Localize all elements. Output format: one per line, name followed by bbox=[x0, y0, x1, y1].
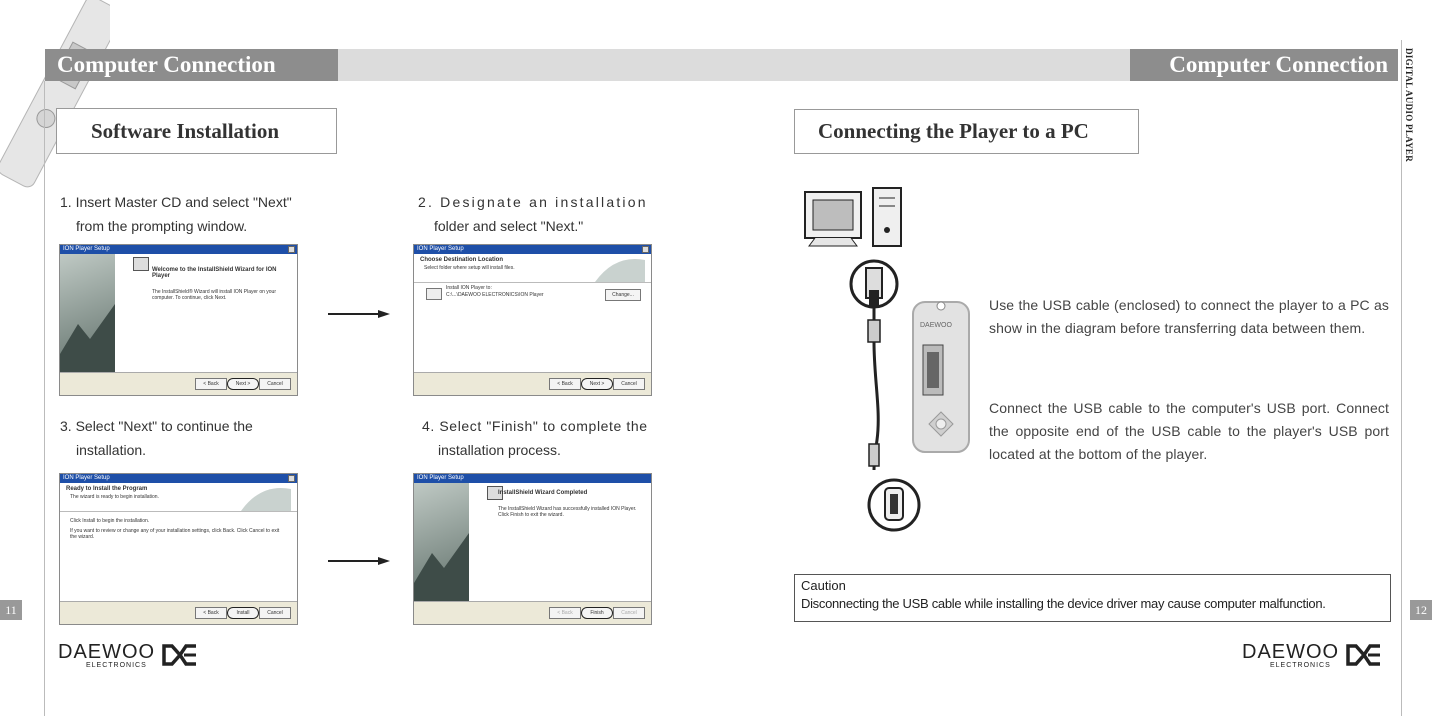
daewoo-emblem-icon bbox=[162, 644, 196, 666]
section-title-software-installation: Software Installation bbox=[56, 108, 337, 154]
right-header-bar: Computer Connection bbox=[1130, 49, 1398, 81]
step-2-line2: folder and select "Next." bbox=[434, 218, 584, 234]
dialog-dest-subheading: Select folder where setup will install f… bbox=[424, 265, 515, 271]
wizard-side-panel bbox=[414, 483, 469, 601]
computer-icon bbox=[804, 187, 902, 247]
setup-icon bbox=[487, 486, 503, 500]
dialog-ready-heading: Ready to Install the Program bbox=[66, 486, 148, 492]
dialog-welcome-body: The InstallShield® Wizard will install I… bbox=[152, 289, 277, 301]
page-number-left: 11 bbox=[0, 600, 22, 620]
step-2-text: 2. Designate an installation folder and … bbox=[418, 190, 654, 238]
cancel-button[interactable]: Cancel bbox=[259, 378, 291, 390]
right-header-title: Computer Connection bbox=[1169, 52, 1388, 77]
dialog-ready-body2: If you want to review or change any of y… bbox=[70, 528, 280, 540]
dialog-dest-path: C:\...\DAEWOO ELECTRONICS\ION Player bbox=[446, 292, 544, 298]
device-label: DAEWOO bbox=[920, 322, 952, 329]
back-button[interactable]: < Back bbox=[549, 607, 581, 619]
next-button[interactable]: Next > bbox=[227, 378, 259, 390]
left-margin-rule bbox=[44, 81, 45, 716]
arrow-right-icon bbox=[328, 557, 390, 565]
cancel-button[interactable]: Cancel bbox=[259, 607, 291, 619]
dialog-welcome-screenshot: ION Player Setup Welcome to the InstallS… bbox=[59, 244, 298, 396]
side-label-container: DIGITAL AUDIO PLAYER bbox=[1404, 48, 1426, 198]
dialog-complete-heading: InstallShield Wizard Completed bbox=[498, 490, 588, 496]
paragraph-usb-intro: Use the USB cable (enclosed) to connect … bbox=[989, 297, 1389, 336]
close-icon bbox=[642, 246, 649, 253]
finish-button[interactable]: Finish bbox=[581, 607, 613, 619]
dialog-welcome-heading: Welcome to the InstallShield Wizard for … bbox=[152, 267, 277, 279]
dialog-destination-screenshot: ION Player Setup Choose Destination Loca… bbox=[413, 244, 652, 396]
step-2-line1: 2. Designate an installation bbox=[418, 194, 648, 210]
caution-box: Caution Disconnecting the USB cable whil… bbox=[794, 574, 1391, 622]
dialog-title: ION Player Setup bbox=[63, 475, 110, 481]
dialog-title: ION Player Setup bbox=[417, 475, 464, 481]
usb-connection-diagram bbox=[804, 187, 970, 532]
daewoo-logo-right: DAEWOO ELECTRONICS bbox=[1242, 642, 1339, 669]
daewoo-logo-left: DAEWOO ELECTRONICS bbox=[58, 642, 155, 669]
caution-title: Caution bbox=[801, 578, 846, 593]
caution-text: Disconnecting the USB cable while instal… bbox=[801, 596, 1326, 611]
section-title-connecting: Connecting the Player to a PC bbox=[794, 109, 1139, 154]
left-header-bar: Computer Connection bbox=[45, 49, 338, 81]
close-icon bbox=[288, 246, 295, 253]
step-1-line1: 1. Insert Master CD and select "Next" bbox=[60, 194, 292, 210]
step-1-line2: from the prompting window. bbox=[76, 218, 248, 234]
dialog-button-bar: < Back Next > Cancel bbox=[414, 372, 651, 395]
dialog-button-bar: < Back Install Cancel bbox=[60, 601, 297, 624]
install-button[interactable]: Install bbox=[227, 607, 259, 619]
dialog-dest-label: Install ION Player to: bbox=[446, 285, 492, 291]
step-4-line2: installation process. bbox=[438, 442, 561, 458]
cancel-button[interactable]: Cancel bbox=[613, 378, 645, 390]
setup-icon bbox=[133, 257, 149, 271]
cancel-button[interactable]: Cancel bbox=[613, 607, 645, 619]
dialog-ready-screenshot: ION Player Setup Ready to Install the Pr… bbox=[59, 473, 298, 625]
step-3-line2: installation. bbox=[76, 442, 147, 458]
dialog-title: ION Player Setup bbox=[417, 246, 464, 252]
brand-subtitle: ELECTRONICS bbox=[86, 662, 147, 669]
page-number-right: 12 bbox=[1410, 600, 1432, 620]
dialog-complete-screenshot: ION Player Setup InstallShield Wizard Co… bbox=[413, 473, 652, 625]
right-margin-rule bbox=[1401, 40, 1402, 716]
daewoo-emblem-icon bbox=[1346, 644, 1380, 666]
step-3-text: 3. Select "Next" to continue the install… bbox=[60, 414, 340, 462]
step-1-text: 1. Insert Master CD and select "Next" fr… bbox=[60, 190, 340, 238]
step-4-text: 4. Select "Finish" to complete the insta… bbox=[422, 414, 654, 462]
dialog-button-bar: < Back Next > Cancel bbox=[60, 372, 297, 395]
right-header-strip bbox=[722, 49, 1130, 81]
step-4-line1: 4. Select "Finish" to complete the bbox=[422, 418, 648, 434]
dialog-dest-heading: Choose Destination Location bbox=[420, 257, 504, 263]
dialog-button-bar: < Back Finish Cancel bbox=[414, 601, 651, 624]
brand-wordmark: DAEWOO bbox=[58, 641, 156, 663]
left-header-strip bbox=[338, 49, 722, 81]
side-label: DIGITAL AUDIO PLAYER bbox=[1404, 48, 1414, 163]
dialog-title: ION Player Setup bbox=[63, 246, 110, 252]
back-button[interactable]: < Back bbox=[549, 378, 581, 390]
player-illustration bbox=[0, 0, 110, 188]
back-button[interactable]: < Back bbox=[195, 378, 227, 390]
dialog-ready-subheading: The wizard is ready to begin installatio… bbox=[70, 494, 159, 500]
back-button[interactable]: < Back bbox=[195, 607, 227, 619]
brand-wordmark: DAEWOO bbox=[1242, 641, 1340, 663]
wizard-side-panel bbox=[60, 254, 115, 372]
dialog-complete-body: The InstallShield Wizard has successfull… bbox=[498, 506, 637, 518]
close-icon bbox=[288, 475, 295, 482]
brand-subtitle: ELECTRONICS bbox=[1270, 662, 1331, 669]
dialog-ready-body1: Click Install to begin the installation. bbox=[70, 518, 150, 524]
step-3-line1: 3. Select "Next" to continue the bbox=[60, 418, 253, 434]
next-button[interactable]: Next > bbox=[581, 378, 613, 390]
folder-icon bbox=[426, 288, 442, 300]
left-header-title: Computer Connection bbox=[57, 52, 276, 77]
arrow-right-icon bbox=[328, 310, 390, 318]
paragraph-usb-connect: Connect the USB cable to the computer's … bbox=[989, 400, 1389, 462]
change-button[interactable]: Change... bbox=[605, 289, 641, 301]
